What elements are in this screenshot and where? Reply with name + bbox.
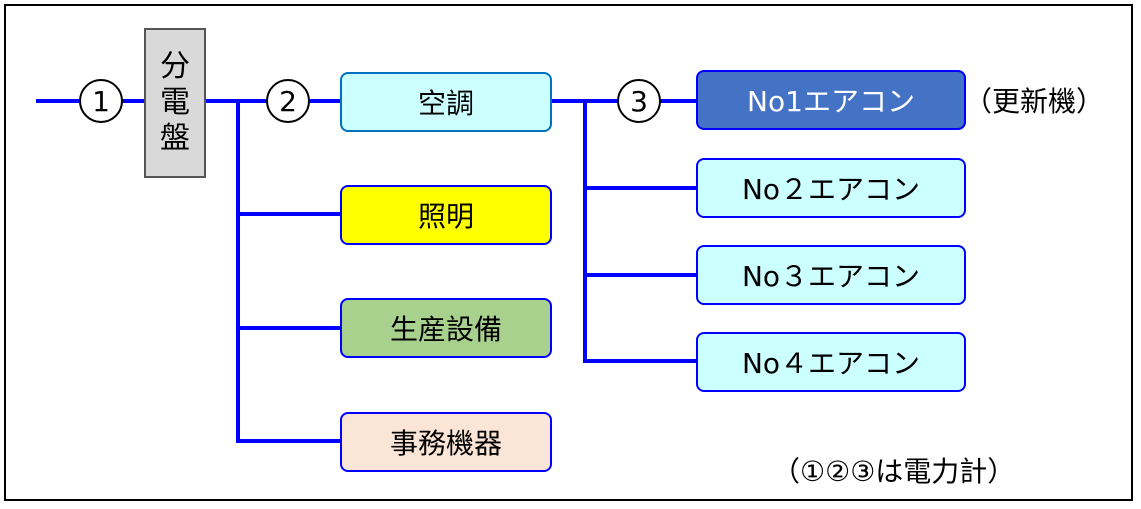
meter-1-label: 1 [92, 84, 110, 118]
aircon-unit-4-label: No４エアコン [741, 347, 921, 380]
branch-lighting [236, 212, 340, 216]
branch-production [236, 326, 340, 330]
load-air-conditioning-label: 空調 [417, 87, 474, 120]
diagram-frame [4, 4, 1133, 501]
branch-aircon-3 [583, 273, 696, 277]
aircon-unit-3-label: No３エアコン [741, 260, 921, 293]
load-lighting-label: 照明 [417, 200, 474, 233]
meter-3-label: 3 [630, 84, 648, 118]
meter-3: 3 [617, 79, 661, 123]
load-office-equipment: 事務機器 [340, 412, 552, 472]
meter-1: 1 [79, 79, 123, 123]
renewal-note: （更新機） [964, 85, 1105, 118]
aircon-unit-2-label: No２エアコン [741, 173, 921, 206]
branch-aircon-4 [583, 359, 696, 363]
aircon-unit-3: No３エアコン [696, 245, 966, 305]
aircon-unit-1-label: No1エアコン [747, 85, 915, 118]
load-lighting: 照明 [340, 185, 552, 245]
branch-aircon-2 [583, 186, 696, 190]
load-production-equipment: 生産設備 [340, 298, 552, 358]
aircon-unit-2: No２エアコン [696, 158, 966, 218]
aircon-unit-4: No４エアコン [696, 332, 966, 392]
load-production-equipment-label: 生産設備 [389, 313, 502, 346]
aircon-bus-vertical [583, 99, 587, 363]
meter-legend-note: （①②③は電力計） [772, 455, 1016, 488]
meter-2-label: 2 [279, 84, 297, 118]
distribution-panel-label: 分電盤 [160, 49, 190, 156]
branch-office [236, 439, 340, 443]
load-bus-vertical [236, 99, 240, 443]
load-office-equipment-label: 事務機器 [389, 427, 502, 460]
distribution-panel: 分電盤 [144, 28, 206, 178]
load-air-conditioning: 空調 [340, 72, 552, 132]
aircon-unit-1: No1エアコン [696, 70, 966, 130]
meter-2: 2 [266, 79, 310, 123]
